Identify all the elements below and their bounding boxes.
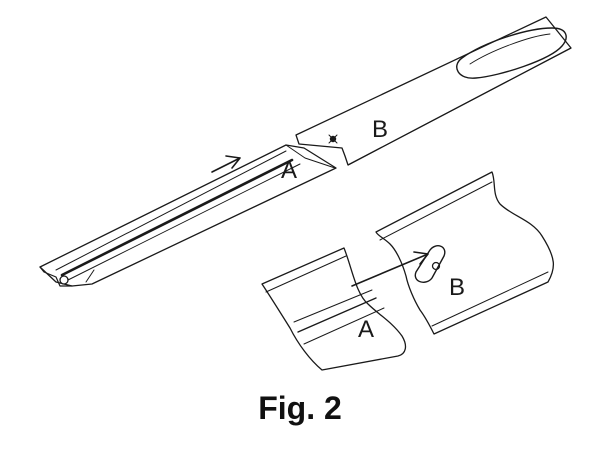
arrow-icon xyxy=(211,155,241,173)
lower-part-a xyxy=(261,247,429,371)
lower-part-b xyxy=(375,171,554,335)
figure-caption: Fig. 2 xyxy=(258,390,342,426)
label-lower-b: B xyxy=(449,274,466,301)
oval-slot xyxy=(414,245,446,283)
label-lower-a: A xyxy=(358,316,375,343)
slot xyxy=(456,27,567,79)
label-upper-a: A xyxy=(281,157,298,184)
upper-part-b xyxy=(295,16,572,166)
label-upper-b: B xyxy=(372,116,389,143)
upper-part-a xyxy=(39,144,337,287)
arrow-icon xyxy=(351,251,429,287)
screw-icon xyxy=(328,134,338,144)
